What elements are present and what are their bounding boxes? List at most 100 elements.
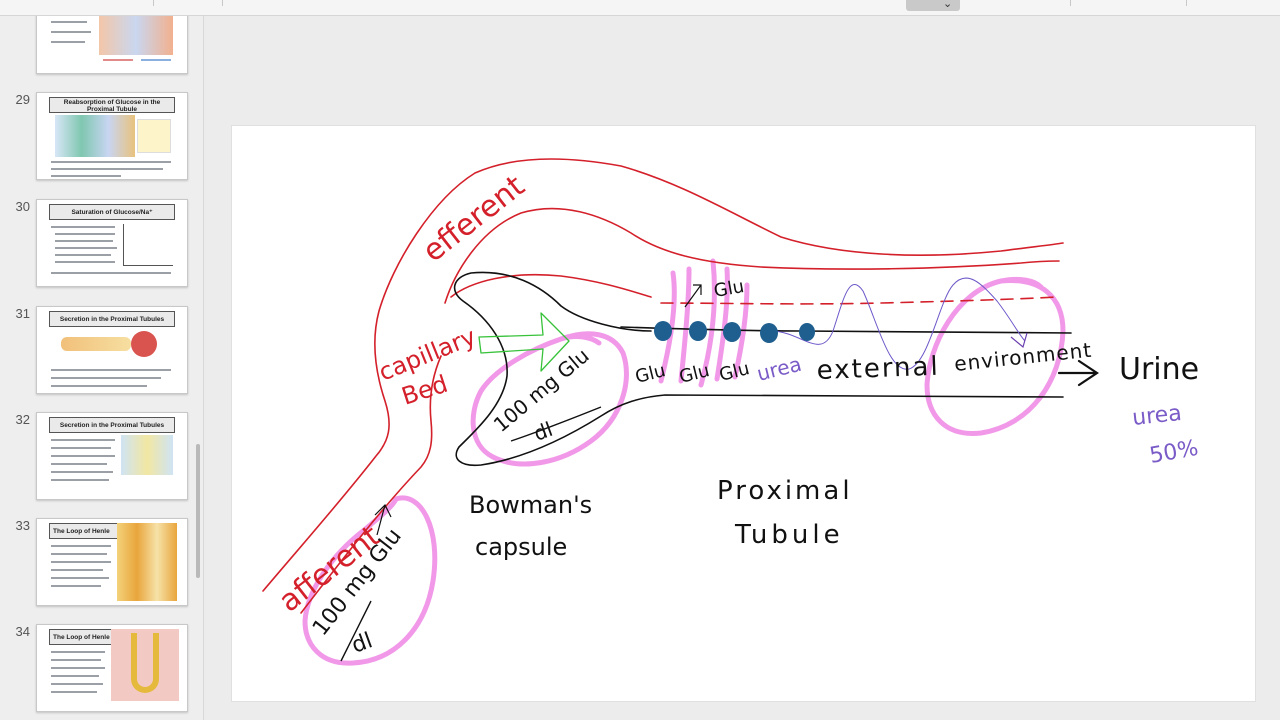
text-line [51, 585, 101, 587]
label-tubule: Tubule [734, 520, 844, 550]
slide-number: 34 [15, 624, 30, 639]
chevron-down-icon: ⌄ [943, 0, 953, 10]
vessel-outer-top [262, 158, 1064, 592]
filtration-arrow [478, 312, 570, 372]
text-line [51, 675, 99, 677]
transporter-dot [760, 323, 778, 343]
slide-thumbnail-31[interactable]: 31 Secretion in the Proximal Tubules [0, 306, 203, 398]
label-glu: Glu [633, 360, 668, 388]
slide-canvas[interactable]: efferent capillary Bed afferent 100 mg G… [231, 125, 1256, 702]
proximal-tubule-top [620, 326, 1072, 334]
slide-navigator[interactable]: 29 Reabsorption of Glucose in the Proxim… [0, 16, 204, 720]
slide-preview: Saturation of Glucose/Na⁺ Cotransporters [36, 199, 188, 287]
text-line [51, 385, 147, 387]
diagram-image [117, 523, 177, 601]
label-external: external [816, 352, 940, 386]
text-line [51, 41, 85, 43]
text-line [51, 463, 107, 465]
text-line [51, 479, 109, 481]
label-concentration-denominator: dl [531, 417, 556, 446]
text-line [51, 471, 113, 473]
text-line [51, 561, 111, 563]
diagram-image [55, 115, 135, 157]
transporter-dot [723, 322, 741, 342]
text-line [51, 447, 111, 449]
slide-number: 32 [15, 412, 30, 427]
afferent-arrow [374, 503, 392, 536]
glomerulus-image [131, 331, 157, 357]
slide-title: Saturation of Glucose/Na⁺ Cotransporters [49, 204, 175, 220]
bowmans-capsule-outline [453, 271, 1064, 467]
concentration-wave [770, 277, 1026, 370]
fraction-bar [340, 600, 372, 662]
slide-number: 29 [15, 92, 30, 107]
text-line [51, 168, 163, 170]
fraction-bar [510, 406, 602, 442]
key-box [137, 119, 171, 153]
urine-arrow [1057, 359, 1099, 387]
text-line [51, 369, 171, 371]
label-efferent: efferent [416, 169, 531, 270]
text-line [51, 161, 171, 163]
toolbar-divider [1186, 0, 1187, 6]
diagram-image [99, 16, 173, 55]
text-line [51, 31, 91, 33]
text-line [51, 377, 161, 379]
text-line [51, 667, 105, 669]
capillary-dashed-line [660, 296, 1058, 305]
text-line [51, 691, 97, 693]
slide-preview: Reabsorption of Glucose in the Proximal … [36, 92, 188, 180]
slide-thumbnail-33[interactable]: 33 The Loop of Henle [0, 518, 203, 610]
text-line [51, 226, 115, 228]
label-urea-percent-name: urea [1131, 401, 1183, 431]
slide-thumbnail-30[interactable]: 30 Saturation of Glucose/Na⁺ Cotransport… [0, 199, 203, 291]
label-urea: urea [754, 352, 803, 386]
slide-number: 31 [15, 306, 30, 321]
label-environment: environment [953, 338, 1093, 376]
slide-thumbnail-29[interactable]: 29 Reabsorption of Glucose in the Proxim… [0, 92, 203, 184]
pink-highlights [302, 258, 1066, 666]
slide-title: The Loop of Henle [49, 629, 119, 645]
transporter-dot [689, 321, 707, 341]
view-dropdown[interactable]: ⌄ [906, 0, 960, 11]
text-line [51, 683, 103, 685]
slide-number: 33 [15, 518, 30, 533]
highlight-circle-capsule [470, 331, 629, 467]
slide-thumbnail-32[interactable]: 32 Secretion in the Proximal Tubules [0, 412, 203, 504]
whiteboard-drawing: efferent capillary Bed afferent 100 mg G… [262, 158, 1201, 666]
text-line [51, 272, 171, 274]
nephron-tubule [453, 271, 1072, 467]
text-line [51, 455, 115, 457]
text-line [51, 651, 105, 653]
vessel-inner-top [300, 207, 1060, 614]
label-urea-percent: 50% [1148, 436, 1201, 469]
transporter-dot [654, 321, 672, 341]
slide-thumbnail-34[interactable]: 34 The Loop of Henle [0, 624, 203, 716]
label-glu: Glu [717, 358, 752, 386]
label-glu: Glu [712, 276, 746, 302]
toolbar: ⌄ [0, 0, 1280, 16]
slide-title: The Loop of Henle [49, 523, 119, 539]
slide-preview: Secretion in the Proximal Tubules [36, 306, 188, 394]
slide-preview: Secretion in the Proximal Tubules [36, 412, 188, 500]
legend-line [141, 59, 171, 61]
text-line [51, 659, 101, 661]
text-line [55, 247, 117, 249]
text-line [55, 254, 111, 256]
slide-preview: The Loop of Henle [36, 624, 188, 712]
tubule-image [61, 337, 131, 351]
label-concentration-denominator: dl [349, 628, 376, 658]
slide-title: Secretion in the Proximal Tubules [49, 311, 175, 327]
label-bowmans: Bowman's [469, 491, 592, 519]
glu-arrow [684, 284, 702, 308]
slide-thumbnail-28[interactable] [0, 16, 203, 92]
toolbar-divider [153, 0, 154, 6]
vessel-inner-cap [450, 273, 652, 298]
slide-title: Secretion in the Proximal Tubules [49, 417, 175, 433]
legend-line [103, 59, 133, 61]
scrollbar[interactable] [196, 444, 200, 578]
text-line [51, 553, 107, 555]
text-line [51, 569, 103, 571]
slide-preview: The Loop of Henle [36, 518, 188, 606]
highlight-glu-strokes [658, 258, 750, 388]
